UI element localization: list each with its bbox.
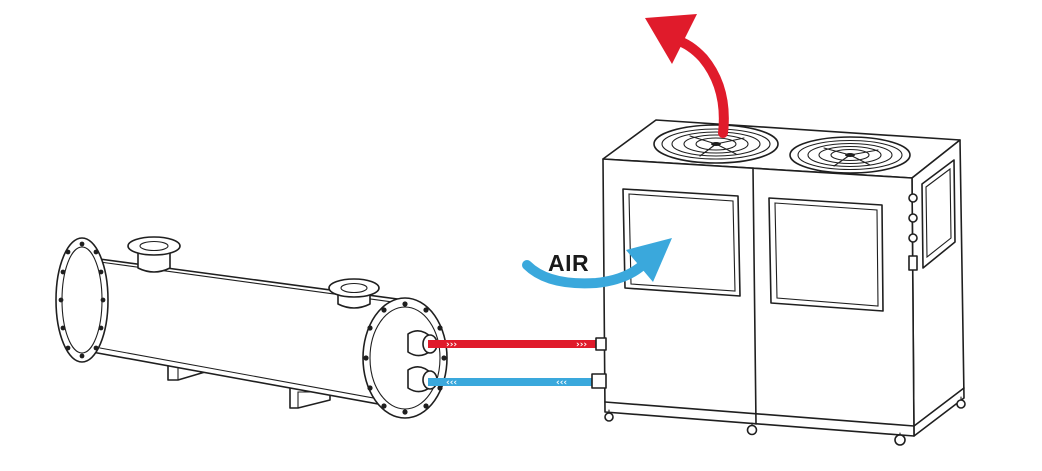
- chiller-panel-right: [768, 197, 884, 312]
- chiller-casters: [604, 396, 966, 446]
- exchanger-right-flange: [362, 297, 448, 419]
- curved-arrow-right-icon: [522, 238, 672, 289]
- curved-arrow-up-icon: [645, 14, 729, 138]
- hot-water-pipe: ››› ›››: [428, 340, 608, 350]
- svg-text:›››: ›››: [576, 340, 587, 350]
- fan-icon: [653, 124, 779, 164]
- chiller-control-buttons: [908, 193, 918, 271]
- exchanger-left-flange: [55, 237, 109, 363]
- air-label: AIR: [548, 250, 589, 276]
- cold-water-pipe: ‹‹‹ ‹‹‹: [428, 378, 608, 388]
- svg-text:‹‹‹: ‹‹‹: [556, 378, 567, 388]
- fan-icon: [789, 136, 911, 174]
- chiller-unit: [591, 119, 966, 446]
- svg-text:‹‹‹: ‹‹‹: [446, 378, 457, 388]
- exchanger-nozzle-left: [127, 236, 181, 273]
- exchanger-nozzle-right: [328, 278, 380, 309]
- heat-exchanger: [55, 236, 448, 419]
- svg-text:›››: ›››: [446, 340, 457, 350]
- chiller-panel-left: [622, 188, 741, 297]
